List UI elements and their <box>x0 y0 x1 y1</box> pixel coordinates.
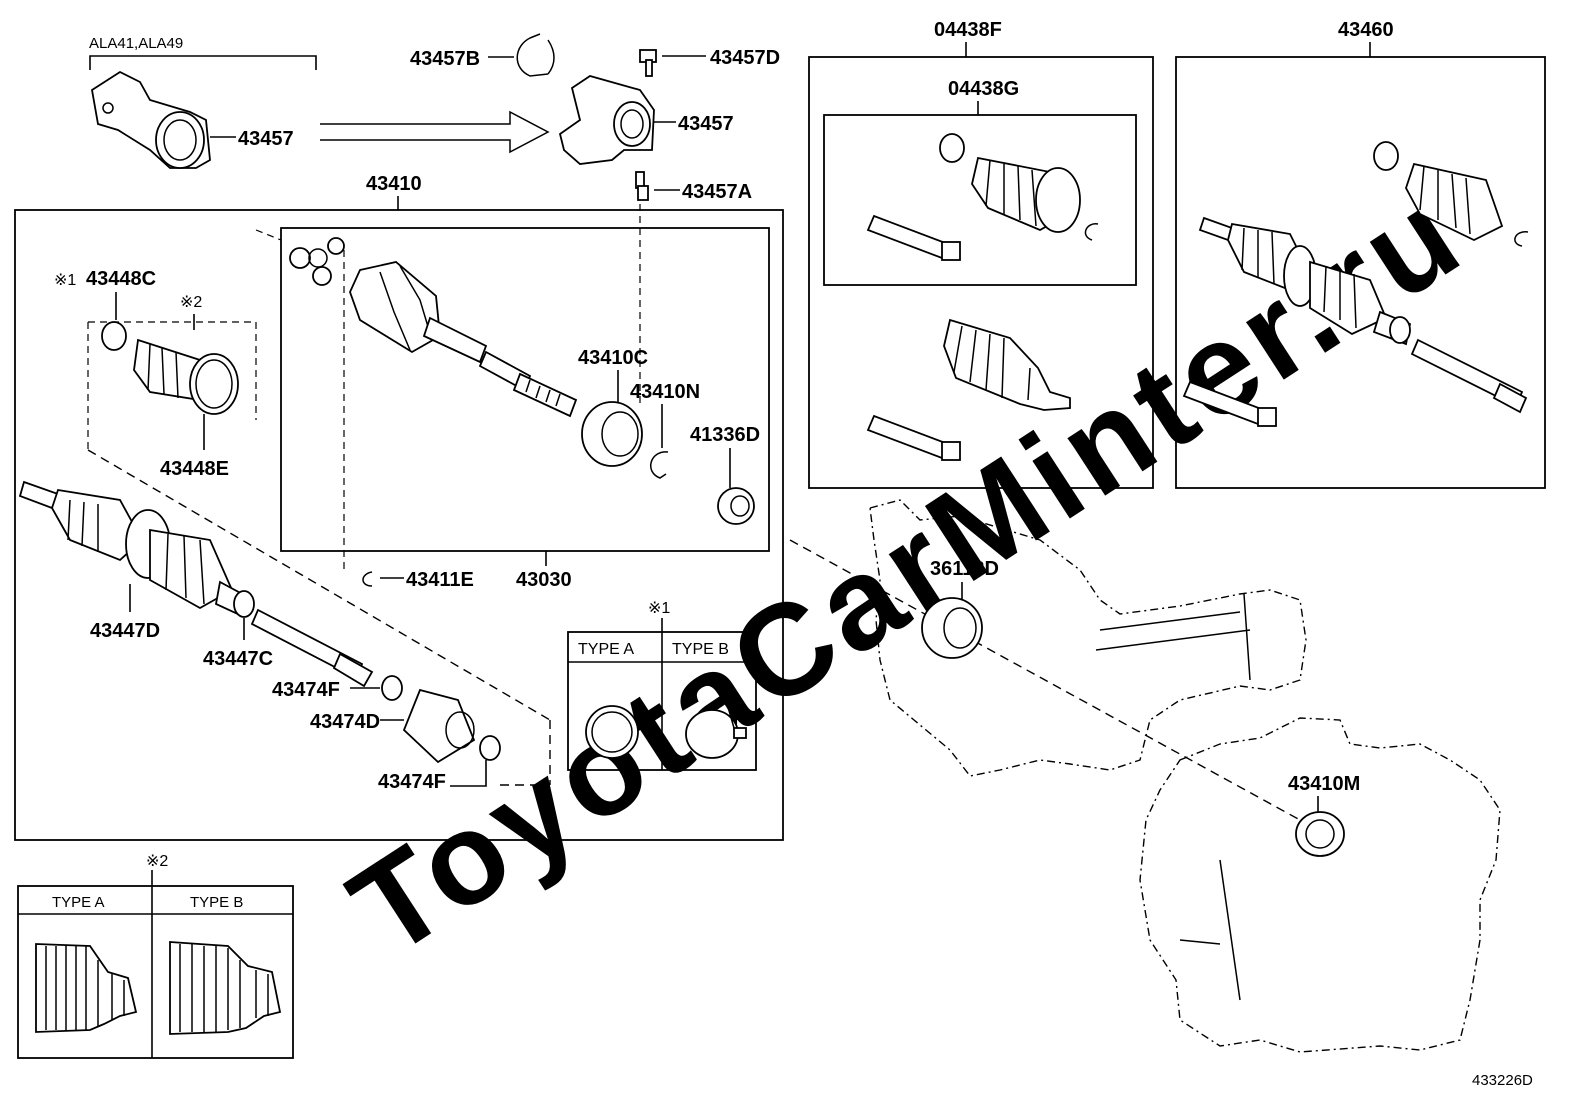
clamp-43474F-a-icon <box>381 675 403 701</box>
kit-f-boot-icon <box>943 318 1071 411</box>
label-43457D: 43457D <box>710 47 780 69</box>
transfer-housing-icon <box>869 499 1307 777</box>
label-43457-right: 43457 <box>678 113 734 135</box>
kit-g-grease-tube-icon <box>866 214 961 261</box>
shaft-assy-grease-tube-icon <box>1182 380 1277 427</box>
bearing-36113D-icon <box>921 597 983 659</box>
label-43457-left: 43457 <box>238 128 294 150</box>
tripod-joint-icon <box>289 237 345 286</box>
label-43410: 43410 <box>366 173 422 195</box>
snap-ring-43411E-icon <box>362 571 373 587</box>
label-36113D: 36113D <box>930 558 999 580</box>
bearing-bracket-left-icon <box>91 70 211 169</box>
stud-43457A-icon <box>635 171 649 201</box>
note-2-marker: ※2 <box>180 294 202 311</box>
label-43457A: 43457A <box>682 181 752 203</box>
svg-text:※2: ※2 <box>146 853 168 870</box>
group-box-43030 <box>280 227 770 552</box>
svg-text:※1: ※1 <box>648 600 670 617</box>
shaft-assy-ring-icon <box>1514 231 1529 247</box>
oil-seal-41336D-icon <box>717 487 755 525</box>
snap-ring-43410N-icon <box>650 451 669 479</box>
label-43447C: 43447C <box>203 648 273 670</box>
boot-type-a-icon <box>35 943 138 1033</box>
shaft-assy-axle-icon <box>1198 216 1528 414</box>
label-43447D: 43447D <box>90 620 160 642</box>
label-43474F-a: 43474F <box>272 679 340 701</box>
note-1-marker: ※1 <box>54 272 76 289</box>
arrow-icon <box>320 110 550 154</box>
clamp-type-a-heading: TYPE A <box>578 641 634 658</box>
bearing-bracket-right-icon <box>558 75 655 165</box>
label-43030: 43030 <box>516 569 572 591</box>
kit-f-grease-tube-icon <box>866 414 961 461</box>
transmission-housing-icon <box>1139 717 1501 1053</box>
label-04438G: 04438G <box>948 78 1019 100</box>
applicability-bracket: ALA41,ALA49 <box>89 35 317 70</box>
inboard-joint-shaft-icon <box>349 261 578 418</box>
label-43457B: 43457B <box>410 48 480 70</box>
label-04438F: 04438F <box>934 19 1002 41</box>
kit-g-clamp-icon <box>939 133 965 163</box>
axis-line <box>789 539 1301 821</box>
label-43460: 43460 <box>1338 19 1394 41</box>
boot-43448E-icon <box>133 338 239 415</box>
clamp-type-table: ※1 TYPE A TYPE B <box>567 600 757 771</box>
label-43411E: 43411E <box>406 569 474 591</box>
label-43410C: 43410C <box>578 347 648 369</box>
seal-43410M-icon <box>1295 811 1345 857</box>
group-box-04438G <box>823 114 1137 286</box>
boot-type-b-heading: TYPE B <box>190 894 243 911</box>
label-43474F-b: 43474F <box>378 771 446 793</box>
outboard-cv-joint-icon <box>18 480 248 618</box>
label-43474D: 43474D <box>310 711 380 733</box>
shaft-assy-clamp-icon <box>1373 141 1399 171</box>
svg-text:ALA41,ALA49: ALA41,ALA49 <box>89 35 183 52</box>
group-box-43460 <box>1175 56 1546 489</box>
boot-type-b-icon <box>169 941 282 1035</box>
figure-code: 433226D <box>1472 1072 1533 1089</box>
clamp-type-b-icon <box>685 677 747 759</box>
boot-type-table: ※2 TYPE A TYPE B <box>17 853 294 1059</box>
bolt-43457D-icon <box>639 49 657 77</box>
shaft-assy-boot-icon <box>1405 162 1504 242</box>
label-43448E: 43448E <box>160 458 229 480</box>
kit-g-boot-icon <box>971 156 1081 233</box>
clamp-type-b-heading: TYPE B <box>672 641 729 658</box>
group-box-43410 <box>14 209 784 841</box>
boot-type-a-heading: TYPE A <box>52 894 105 911</box>
label-43410N: 43410N <box>630 381 700 403</box>
clip-43457B-icon <box>516 33 555 77</box>
drive-shaft-icon <box>250 608 374 688</box>
damper-43474D-icon <box>402 688 476 764</box>
group-box-04438F <box>808 56 1154 489</box>
clamp-43474F-b-icon <box>479 735 501 761</box>
label-43448C: 43448C <box>86 268 156 290</box>
clamp-type-a-icon <box>585 705 639 759</box>
bearing-43410C-icon <box>581 401 643 467</box>
label-43410M: 43410M <box>1288 773 1360 795</box>
kit-g-ring-icon <box>1084 223 1099 241</box>
label-41336D: 41336D <box>690 424 760 446</box>
clamp-43447C-icon <box>233 590 255 618</box>
clamp-43448C-icon <box>101 321 127 351</box>
